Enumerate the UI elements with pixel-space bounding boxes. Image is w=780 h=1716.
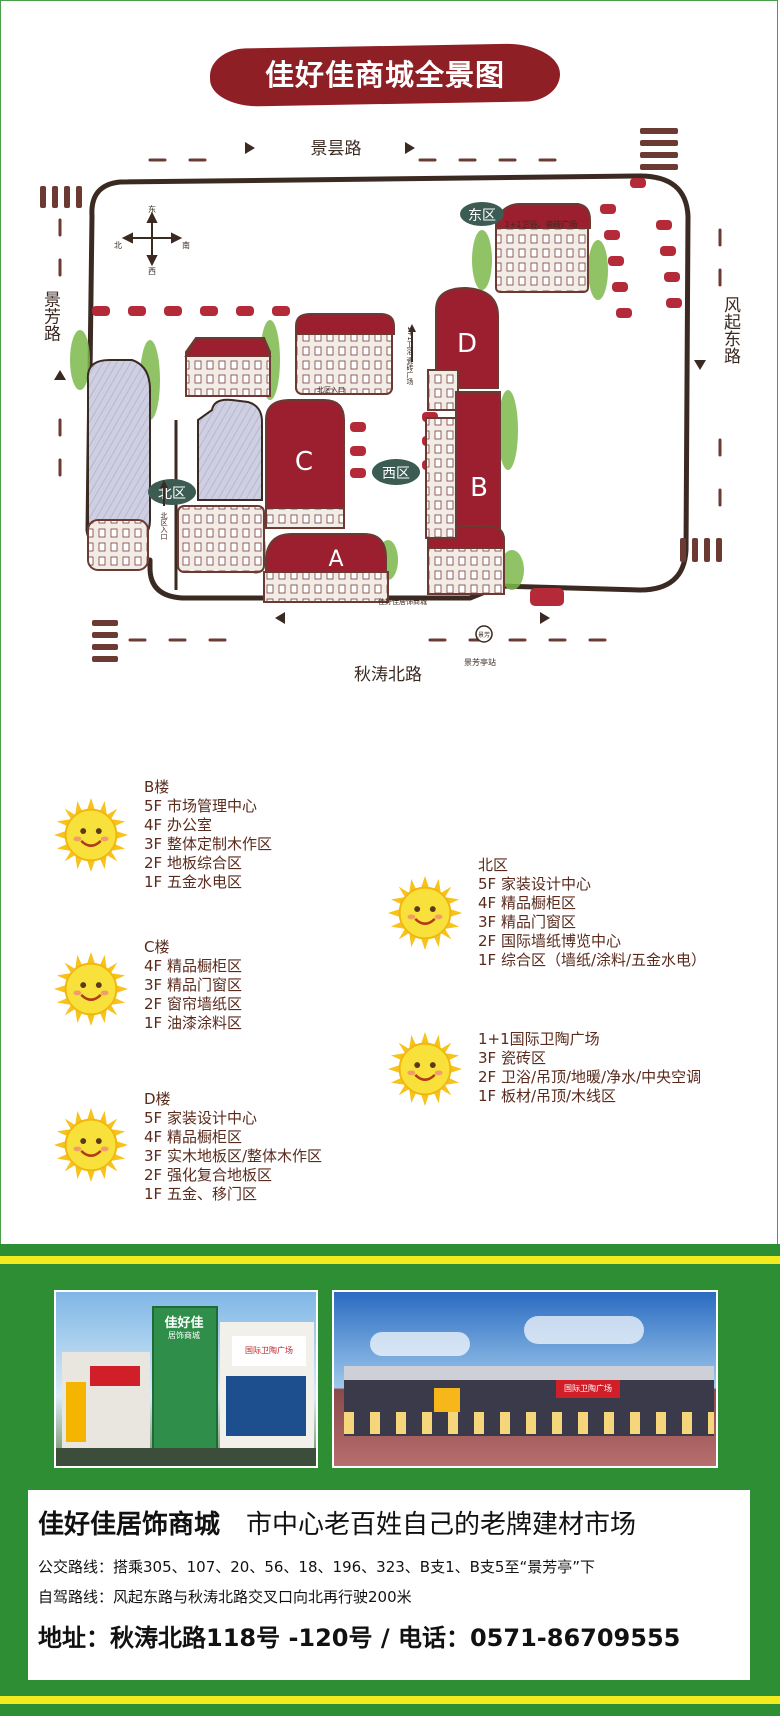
compass-south: 南 xyxy=(182,240,190,250)
legend-floor: 1F 板材/吊顶/木线区 xyxy=(478,1087,617,1105)
building-c xyxy=(265,399,345,529)
ad-board: 国际卫陶广场 xyxy=(232,1336,306,1366)
compass-north: 北 xyxy=(114,241,122,250)
crosswalks xyxy=(40,128,722,662)
sign-tower xyxy=(152,1306,218,1460)
legend-floor: 2F 地板综合区 xyxy=(144,854,242,872)
legend-floor: 2F 国际墙纸博览中心 xyxy=(478,932,621,950)
mall-map: C A D B 东区 北区 西区 东 西 北 南 景昙路 秋涛北路 景芳路 风起… xyxy=(40,128,741,685)
legend-floor: 4F 精品橱柜区 xyxy=(478,894,576,912)
legend-floor: 5F 家装设计中心 xyxy=(478,875,591,893)
sun-icon xyxy=(53,951,129,1027)
zone-badge-west: 西区 xyxy=(372,459,420,485)
north-zone-footprint xyxy=(86,359,151,541)
zone-badge-north: 北区 xyxy=(148,479,196,505)
yellow-stripe xyxy=(0,1696,780,1704)
headline: 佳好佳居饰商城市中心老百姓自己的老牌建材市场 xyxy=(38,1504,636,1541)
legend-floor: 2F 窗帘墙纸区 xyxy=(144,995,242,1013)
page-title: 佳好佳商城全景图 xyxy=(264,58,505,92)
sun-icon xyxy=(387,1031,463,1107)
legend-d-title: D楼 xyxy=(144,1090,171,1108)
north-entrance-label: 北区入口 xyxy=(317,386,345,394)
legend-floor: 1F 油漆涂料区 xyxy=(144,1014,242,1032)
building-north xyxy=(184,337,272,397)
building-d-label: D xyxy=(457,329,477,359)
building-sign: 国际卫陶广场 xyxy=(556,1380,620,1398)
sun-icon xyxy=(53,1107,129,1183)
mall-name: 佳好佳居饰商城 xyxy=(38,1510,221,1540)
building-b-label: B xyxy=(470,473,488,503)
road-top-label: 景昙路 xyxy=(311,139,362,159)
sanitary-plaza-label: 1+1卫浴、瓷砖广场 xyxy=(505,219,578,229)
contact-card: 佳好佳居饰商城市中心老百姓自己的老牌建材市场 公交路线：搭乘305、107、20… xyxy=(28,1490,750,1680)
building-top-middle xyxy=(295,313,395,395)
svg-text:西区: 西区 xyxy=(382,466,410,482)
building-a-label: A xyxy=(328,547,343,572)
legend-floor: 4F 办公室 xyxy=(144,816,212,834)
yellow-stripe xyxy=(0,1256,780,1264)
building-d xyxy=(427,286,499,411)
mall-photo-left: 佳好佳 居饰商城 国际卫陶广场 xyxy=(54,1290,318,1468)
tower-sign-text: 佳好佳 xyxy=(164,1316,204,1331)
mall-sign-label: 佳好佳居饰商城 xyxy=(378,597,427,606)
legend-floor: 2F 卫浴/吊顶/地暖/净水/中央空调 xyxy=(478,1068,702,1086)
legend-floor: 1F 综合区（墙纸/涂料/五金水电） xyxy=(478,951,707,969)
bus-sign: 景芳 xyxy=(478,631,490,639)
mall-slogan: 市中心老百姓自己的老牌建材市场 xyxy=(246,1510,637,1540)
legend-floor: 5F 市场管理中心 xyxy=(144,797,257,815)
bus-route: 公交路线：搭乘305、107、20、56、18、196、323、B支1、B支5至… xyxy=(38,1558,595,1576)
legend-north-title: 北区 xyxy=(478,856,509,874)
building-b xyxy=(425,391,505,595)
legend-north: 北区 5F 家装设计中心 4F 精品橱柜区 3F 精品门窗区 2F 国际墙纸博览… xyxy=(478,856,706,970)
road-right-label: 风起东路 xyxy=(720,296,741,364)
compass-east: 东 xyxy=(148,204,156,214)
zone-badge-east: 东区 xyxy=(460,202,504,226)
legend-east-title: 1+1国际卫陶广场 xyxy=(478,1030,600,1048)
legend-floor: 3F 瓷砖区 xyxy=(478,1049,546,1067)
legend-floor: 4F 精品橱柜区 xyxy=(144,957,242,975)
bus-stop-label: 景芳亭站 xyxy=(464,657,496,667)
legend-floor: 2F 强化复合地板区 xyxy=(144,1166,272,1184)
legend-floor: 3F 精品门窗区 xyxy=(478,913,576,931)
legend-c-title: C楼 xyxy=(144,938,170,956)
legend-b-title: B楼 xyxy=(144,778,170,796)
svg-text:北区: 北区 xyxy=(158,486,186,502)
map-panel xyxy=(0,0,778,1244)
sun-icon xyxy=(387,875,463,951)
drive-route: 自驾路线：风起东路与秋涛北路交叉口向北再行驶200米 xyxy=(38,1588,412,1606)
legend-d: D楼 5F 家装设计中心 4F 精品橱柜区 3F 实木地板区/整体木作区 2F … xyxy=(144,1090,322,1204)
legend-floor: 3F 精品门窗区 xyxy=(144,976,242,994)
building-east xyxy=(495,203,591,293)
address-phone: 地址：秋涛北路118号 -120号 / 电话：0571-86709555 xyxy=(38,1624,681,1652)
svg-text:东区: 东区 xyxy=(468,208,496,224)
legend-floor: 4F 精品橱柜区 xyxy=(144,1128,242,1146)
tower-sub-text: 居饰商城 xyxy=(168,1331,200,1340)
compass xyxy=(121,211,183,267)
legend-floor: 3F 整体定制木作区 xyxy=(144,835,272,853)
legend-floor: 3F 实木地板区/整体木作区 xyxy=(144,1147,322,1165)
sanitary-vertical-label: 1+1卫浴 瓷砖广场 xyxy=(406,326,414,386)
mall-photo-right: 国际卫陶广场 xyxy=(332,1290,718,1468)
legend-c: C楼 4F 精品橱柜区 3F 精品门窗区 2F 窗帘墙纸区 1F 油漆涂料区 xyxy=(144,938,242,1033)
legend-floor: 5F 家装设计中心 xyxy=(144,1109,257,1127)
building-c-label: C xyxy=(295,447,313,477)
compass-west: 西 xyxy=(148,267,156,276)
road-bottom-label: 秋涛北路 xyxy=(354,665,422,685)
north-entrance-side-label: 北区入口 xyxy=(160,512,168,540)
road-left-label: 景芳路 xyxy=(40,291,61,342)
legend-floor: 1F 五金、移门区 xyxy=(144,1185,257,1203)
sun-icon xyxy=(53,797,129,873)
legend-east: 1+1国际卫陶广场 3F 瓷砖区 2F 卫浴/吊顶/地暖/净水/中央空调 1F … xyxy=(478,1030,701,1106)
legend-b: B楼 5F 市场管理中心 4F 办公室 3F 整体定制木作区 2F 地板综合区 … xyxy=(144,778,272,892)
legend-floor: 1F 五金水电区 xyxy=(144,873,242,891)
building-a xyxy=(263,533,389,603)
